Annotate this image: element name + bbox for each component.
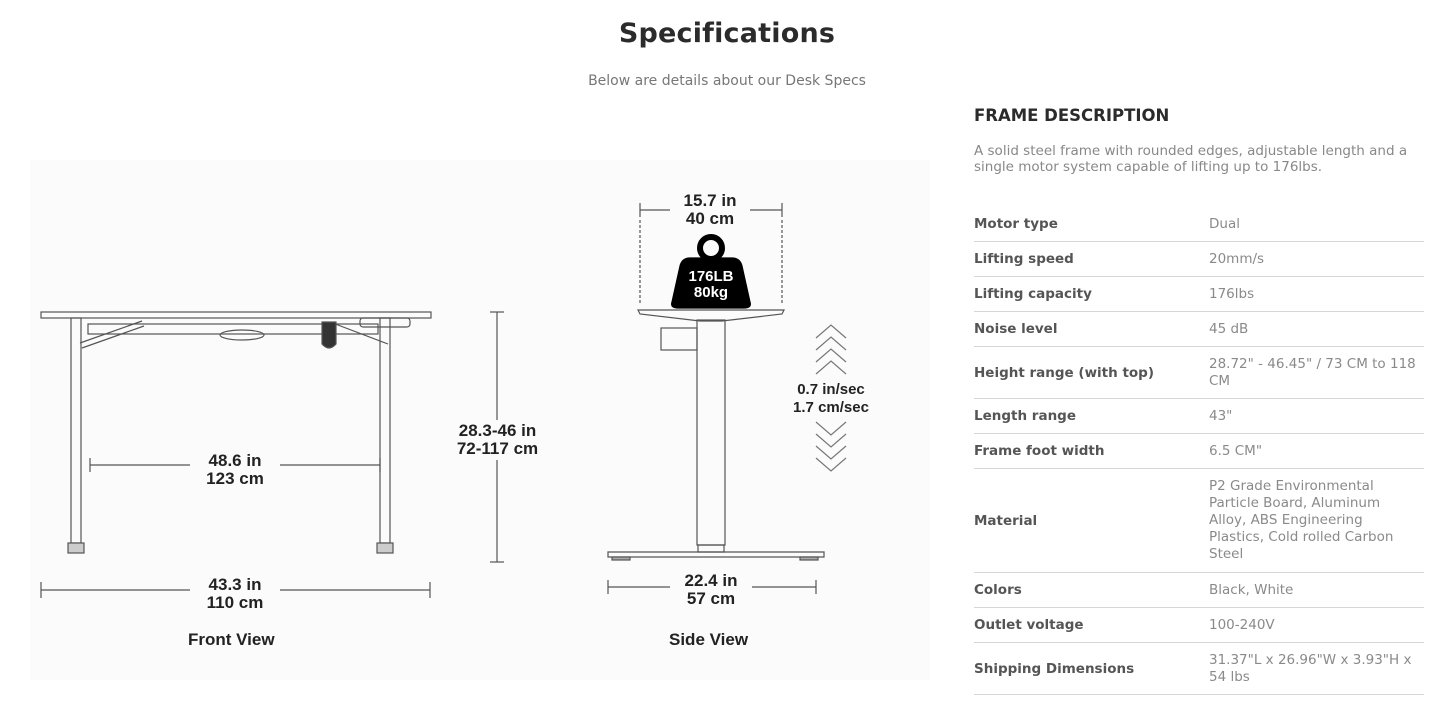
side-view-label: Side View [669,630,749,649]
front-crossbar [87,323,379,335]
spec-value: 20mm/s [1209,250,1265,267]
front-right-leg [379,317,391,544]
down-arrows-icon [815,421,847,472]
weight-lb: 176LB [688,268,734,285]
weight-icon [671,257,751,309]
top-depth-dimension: 15.7 in 40 cm [670,192,750,228]
spec-row: Outlet voltage 100-240V [974,608,1424,643]
up-arrows-icon [815,324,847,375]
spec-label: Frame foot width [974,443,1105,459]
height-in: 28.3-46 in [458,421,537,440]
spec-value: Black, White [1209,581,1294,598]
spec-row: Shipping Dimensions 31.37"L x 26.96"W x 3… [974,643,1424,695]
weight-kg: 80kg [693,284,729,301]
spec-value: 28.72" - 46.45" / 73 CM to 118 CM [1209,355,1416,389]
overall-width-dimension: 43.3 in 110 cm [190,576,280,612]
spec-label: Motor type [974,216,1058,232]
spec-value: 100-240V [1209,616,1275,633]
spec-value: 43" [1209,407,1233,424]
spec-label: Outlet voltage [974,617,1084,633]
spec-label: Lifting speed [974,251,1074,267]
foot-width-in: 22.4 in [684,571,738,590]
spec-row: Motor type Dual [974,207,1424,242]
foot-width-cm: 57 cm [686,589,736,608]
spec-value: 176lbs [1209,285,1255,302]
spec-row: Noise level 45 dB [974,312,1424,347]
inner-width-dimension: 48.6 in 123 cm [190,452,280,488]
top-depth-in: 15.7 in [683,191,737,210]
spec-value: 6.5 CM" [1209,442,1263,459]
front-left-leg [70,317,82,544]
spec-row: Lifting speed 20mm/s [974,242,1424,277]
height-cm: 72-117 cm [456,439,539,458]
height-dimension: 28.3-46 in 72-117 cm [450,422,545,458]
spec-value: 45 dB [1209,320,1249,337]
side-column [696,319,726,546]
spec-value: Dual [1209,215,1240,232]
desk-drawing [40,203,847,598]
spec-label: Shipping Dimensions [974,660,1135,677]
spec-row: Lifting capacity 176lbs [974,277,1424,312]
spec-value: P2 Grade Environmental Particle Board, A… [1209,478,1394,562]
speed-cm: 1.7 cm/sec [793,399,869,416]
overall-width-cm: 110 cm [206,593,264,612]
spec-row: Material P2 Grade Environmental Particle … [974,469,1424,573]
spec-label: Noise level [974,321,1058,337]
front-view-label: Front View [188,630,275,649]
frame-description-text: A solid steel frame with rounded edges, … [974,143,1408,175]
inner-width-cm: 123 cm [206,469,264,488]
overall-width-in: 43.3 in [208,575,262,594]
weight-capacity: 176LB 80kg [681,269,741,301]
spec-row: Length range 43" [974,399,1424,434]
top-depth-cm: 40 cm [685,209,735,228]
speed-in: 0.7 in/sec [797,381,865,398]
spec-row: Height range (with top) 28.72" - 46.45" /… [974,347,1424,399]
page-title: Specifications [618,18,836,49]
spec-label: Colors [974,582,1022,598]
spec-row: Frame foot width 6.5 CM" [974,434,1424,469]
spec-label: Length range [974,408,1076,424]
spec-label: Lifting capacity [974,286,1092,302]
specs-table: Motor type Dual Lifting speed 20mm/s Lifti… [974,207,1424,695]
front-desktop [40,311,432,319]
spec-value: 31.37"L x 26.96"W x 3.93"H x 54 lbs [1209,651,1412,685]
spec-label: Height range (with top) [974,364,1155,381]
frame-description-title: FRAME DESCRIPTION [974,106,1170,125]
lifting-speed-dimension: 0.7 in/sec 1.7 cm/sec [781,381,881,417]
spec-label: Material [974,512,1038,529]
page-subtitle: Below are details about our Desk Specs [588,73,866,89]
desk-illustration: 48.6 in 123 cm 43.3 in 110 cm 28.3-46 in… [30,160,930,680]
inner-width-in: 48.6 in [208,451,262,470]
foot-width-dimension: 22.4 in 57 cm [670,572,752,608]
spec-row: Colors Black, White [974,573,1424,608]
